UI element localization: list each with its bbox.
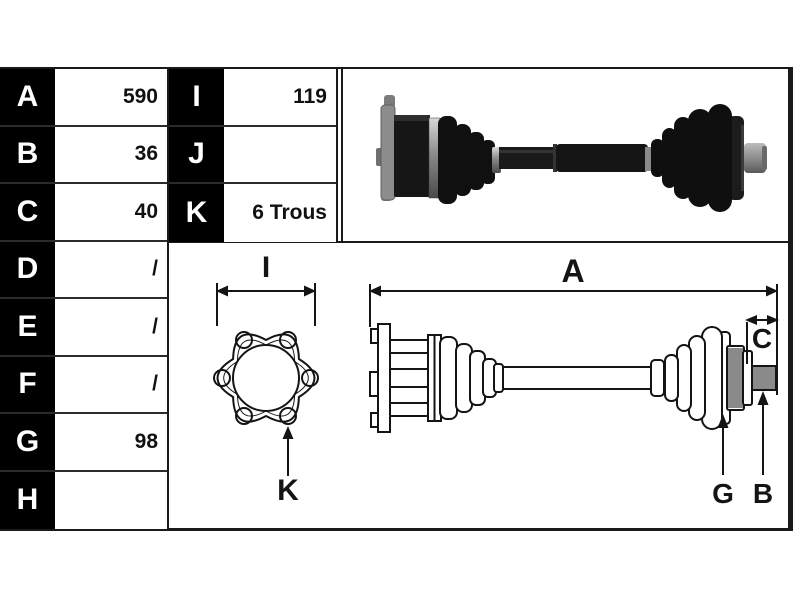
top-border: [0, 67, 791, 69]
dimension-key: C: [0, 184, 55, 240]
dimension-value: 40: [55, 184, 167, 240]
dimension-table: A 590 B 36 C 40 D / E / F / G 98 H: [0, 69, 167, 529]
dim-label-G: G: [712, 478, 734, 509]
bottom-border: [0, 528, 793, 531]
i-dimension: I: [216, 251, 316, 326]
dimension-value: [224, 126, 336, 183]
dimension-key: B: [0, 126, 55, 182]
secondary-table-right-border: [336, 67, 338, 243]
table-row: B 36: [0, 126, 167, 184]
dimension-value: 119: [224, 69, 336, 125]
k-arrow: K: [277, 426, 299, 507]
product-photo-panel: [343, 69, 788, 241]
photo-spline-stub: [744, 143, 767, 173]
dimension-value: /: [55, 299, 167, 355]
dimension-value: 6 Trous: [224, 184, 336, 242]
dim-label-I: I: [262, 251, 270, 284]
table-row: F /: [0, 356, 167, 414]
dim-label-A: A: [561, 253, 584, 289]
table-row: A 590: [0, 69, 167, 127]
g-arrow: G: [712, 414, 734, 509]
b-arrow: B: [753, 391, 773, 509]
flange-bolt-holes: [213, 331, 319, 425]
dimension-value: 98: [55, 414, 167, 470]
dimension-key: H: [0, 471, 55, 529]
photo-flange: [376, 95, 441, 201]
flange-front-view: I K: [213, 251, 319, 507]
dimension-value: 36: [55, 126, 167, 182]
shaft-side-view: A C G B: [369, 253, 779, 509]
dimension-key: G: [0, 414, 55, 470]
c-dimension: C: [745, 315, 779, 364]
technical-diagram-panel: I K: [169, 243, 788, 528]
drawing-boot-left: [439, 336, 504, 420]
dimension-value: /: [55, 241, 167, 297]
photo-boot-right: [651, 104, 744, 212]
dimension-value: 590: [55, 69, 167, 125]
table-row: K 6 Trous: [169, 184, 336, 242]
table-row: H: [0, 471, 167, 529]
flange-center-bore: [232, 344, 300, 412]
table-row: E /: [0, 299, 167, 357]
dim-label-C: C: [752, 323, 772, 354]
table-right-border: [167, 67, 169, 530]
dimension-key: A: [0, 69, 55, 125]
dimension-value: [55, 471, 167, 529]
dimension-value: /: [55, 356, 167, 412]
photo-panel-left-border: [341, 67, 343, 243]
drawing-inner-joint: [369, 323, 442, 433]
dim-label-K: K: [277, 474, 299, 507]
dimension-key: J: [169, 126, 224, 183]
drawing-boot-right: [650, 326, 731, 430]
dim-label-B: B: [753, 478, 773, 509]
dimension-key: K: [169, 184, 224, 242]
photo-boot-left: [438, 116, 501, 204]
middle-divider: [0, 241, 791, 243]
dimension-key: F: [0, 356, 55, 412]
drawing-shaft: [500, 366, 654, 390]
right-border: [788, 67, 793, 531]
table-row: C 40: [0, 184, 167, 242]
drawing-abs-ring: [726, 345, 745, 411]
table-row: D /: [0, 241, 167, 299]
secondary-dimension-table: I 119 J K 6 Trous: [169, 69, 336, 242]
dimension-key: E: [0, 299, 55, 355]
table-row: I 119: [169, 69, 336, 127]
product-photo: [376, 95, 767, 212]
a-dimension: A: [369, 253, 778, 395]
dimension-key: D: [0, 241, 55, 297]
photo-shaft: [499, 144, 654, 172]
dimension-key: I: [169, 69, 224, 125]
table-row: J: [169, 126, 336, 185]
table-row: G 98: [0, 414, 167, 472]
technical-drawing: I K: [213, 251, 779, 509]
